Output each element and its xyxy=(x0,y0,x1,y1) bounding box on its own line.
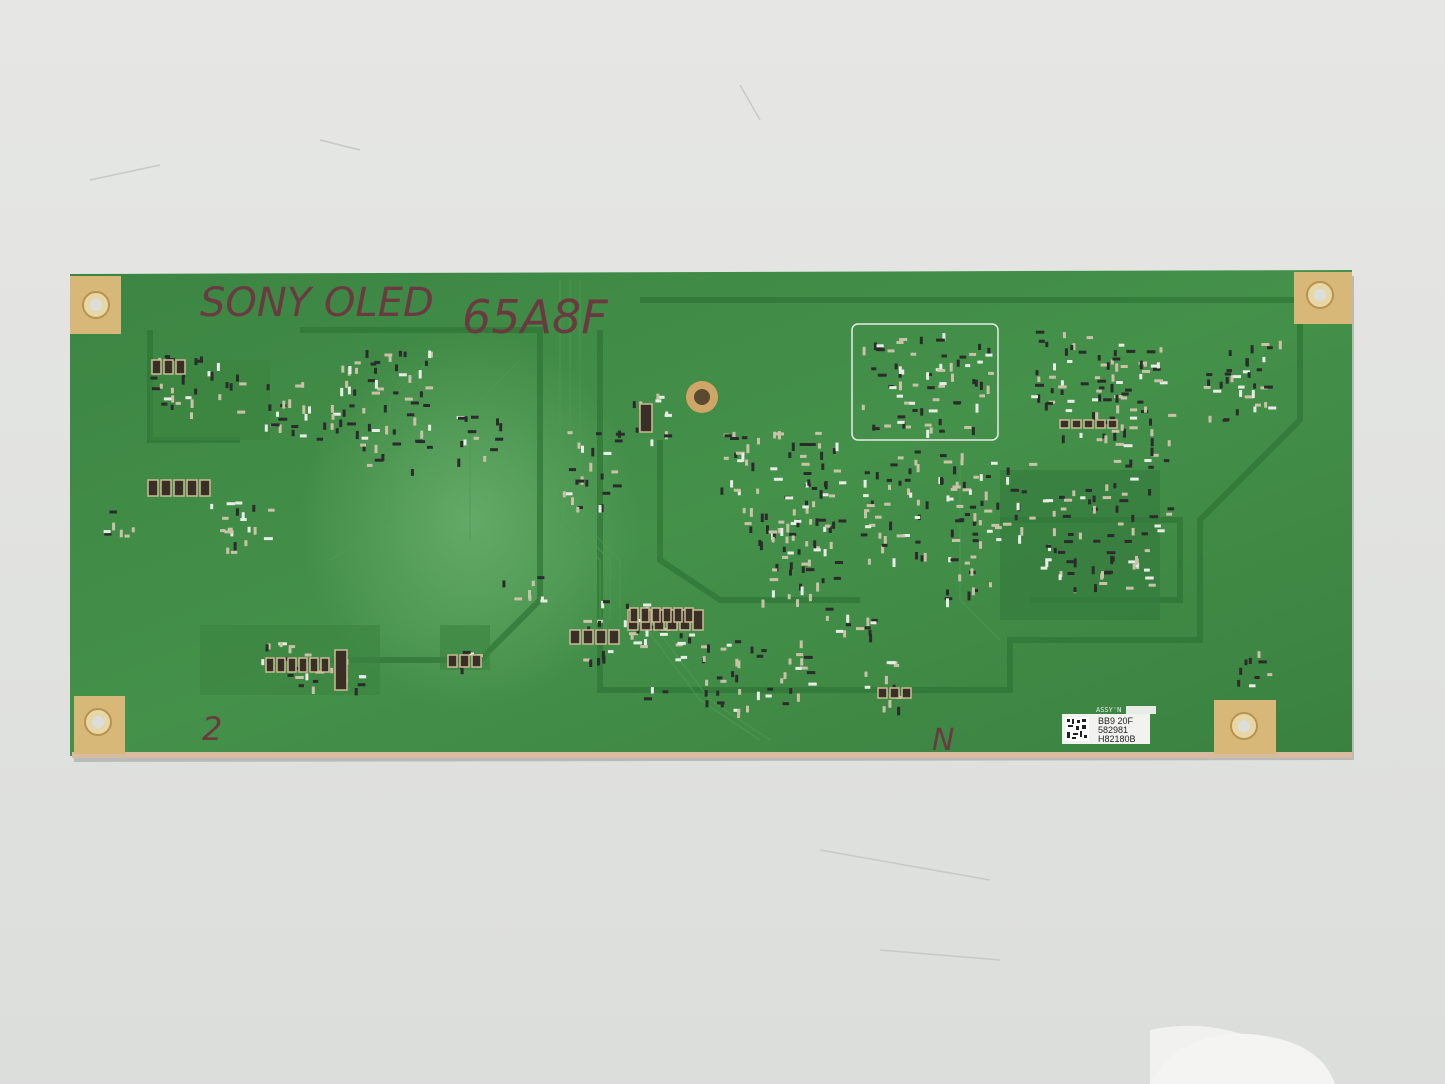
serial-label: ASSY'N BB9 20F 582981 H82180B xyxy=(1062,706,1156,744)
handwritten-corner-mark: 2 xyxy=(202,710,222,748)
smd-components xyxy=(103,330,1282,718)
handwritten-bottom-mark: N xyxy=(932,723,954,758)
handwritten-model: 65A8F xyxy=(462,290,608,344)
serial-label-line3: H82180B xyxy=(1098,734,1136,744)
serial-label-line2: 582981 xyxy=(1098,725,1128,735)
handwritten-brand: SONY OLED xyxy=(200,280,434,326)
mounting-holes xyxy=(70,272,1352,754)
serial-label-assy: ASSY'N xyxy=(1096,706,1121,714)
serial-label-line1: BB9 20F xyxy=(1098,716,1134,726)
